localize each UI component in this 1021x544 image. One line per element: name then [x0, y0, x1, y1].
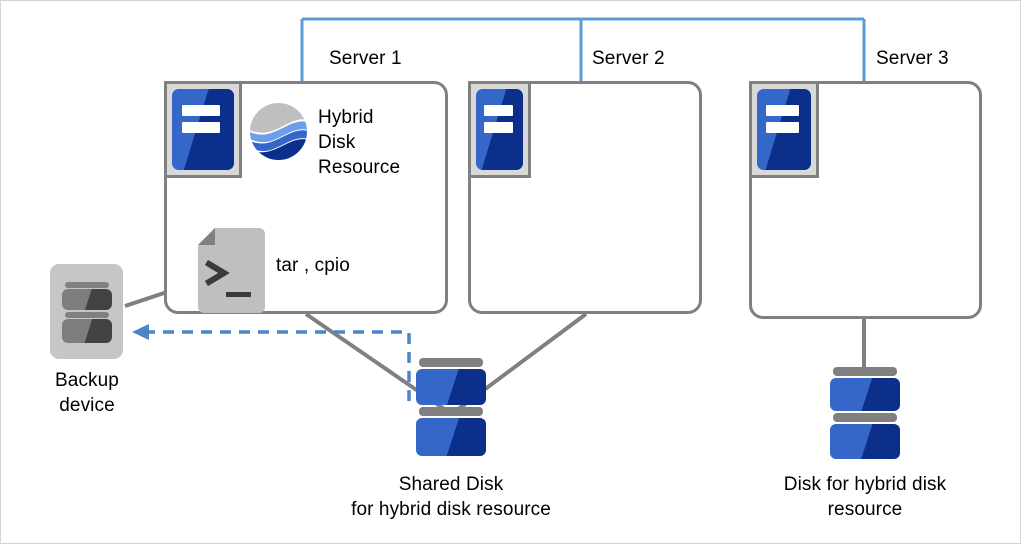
- server-icon-bar-top: [181, 105, 221, 116]
- hybrid-disk-resource-globe-icon: [249, 102, 308, 161]
- backup-device-label-line-2: device: [59, 395, 115, 416]
- disk-body-top: [830, 378, 900, 411]
- script-file-icon: [198, 228, 265, 313]
- disk-cap-top: [419, 358, 483, 367]
- hybrid-disk-label: Disk for hybrid disk resource: [715, 472, 1015, 522]
- backup-flow-arrowhead: [132, 324, 149, 340]
- tape-body-bottom: [62, 319, 112, 343]
- disk-body-top: [416, 369, 486, 405]
- shared-disk-label-line-2: for hybrid disk resource: [351, 499, 551, 520]
- server-1-machine-icon: [164, 81, 242, 178]
- disk-body-bottom: [416, 418, 486, 456]
- hybrid-disk-label-line-2: resource: [827, 499, 903, 520]
- server-icon-bar-bottom: [181, 122, 221, 133]
- shared-disk-icon[interactable]: [416, 358, 486, 456]
- backup-device-tape-stack: [62, 282, 112, 344]
- disk-cap-top: [833, 367, 897, 376]
- disk-cap-middle: [833, 413, 897, 422]
- server-1-label: Server 1: [329, 48, 402, 69]
- backup-flow-arrow: [141, 330, 411, 401]
- server-3-machine-icon: [749, 81, 819, 178]
- server-2-box[interactable]: [468, 81, 702, 314]
- command-label: tar , cpio: [276, 255, 350, 276]
- server-2-machine-icon: [468, 81, 531, 178]
- server-2-label: Server 2: [592, 48, 665, 69]
- hybrid-disk-label-line-1: Disk for hybrid disk: [783, 474, 947, 495]
- server-icon-bar-bottom: [765, 122, 800, 133]
- tape-cap-middle: [65, 312, 109, 318]
- backup-device-label-line-1: Backup: [55, 370, 119, 391]
- hybrid-label-line-2: Disk: [318, 132, 356, 153]
- hybrid-label-line-3: Resource: [318, 157, 401, 178]
- server-icon-bar-top: [765, 105, 800, 116]
- hybrid-disk-icon[interactable]: [830, 367, 900, 459]
- shared-disk-label-line-1: Shared Disk: [398, 474, 504, 495]
- backup-device-icon[interactable]: [50, 264, 123, 359]
- backup-device-label: Backup device: [17, 368, 157, 418]
- shared-disk-label: Shared Disk for hybrid disk resource: [301, 472, 601, 522]
- server-3-label: Server 3: [876, 48, 949, 69]
- hybrid-label-line-1: Hybrid: [318, 107, 374, 128]
- tape-body-top: [62, 289, 112, 310]
- tape-cap-top: [65, 282, 109, 288]
- server-icon-bar-top: [483, 105, 513, 116]
- disk-body-bottom: [830, 424, 900, 459]
- server-icon-bar-bottom: [483, 122, 513, 133]
- disk-cap-middle: [419, 407, 483, 416]
